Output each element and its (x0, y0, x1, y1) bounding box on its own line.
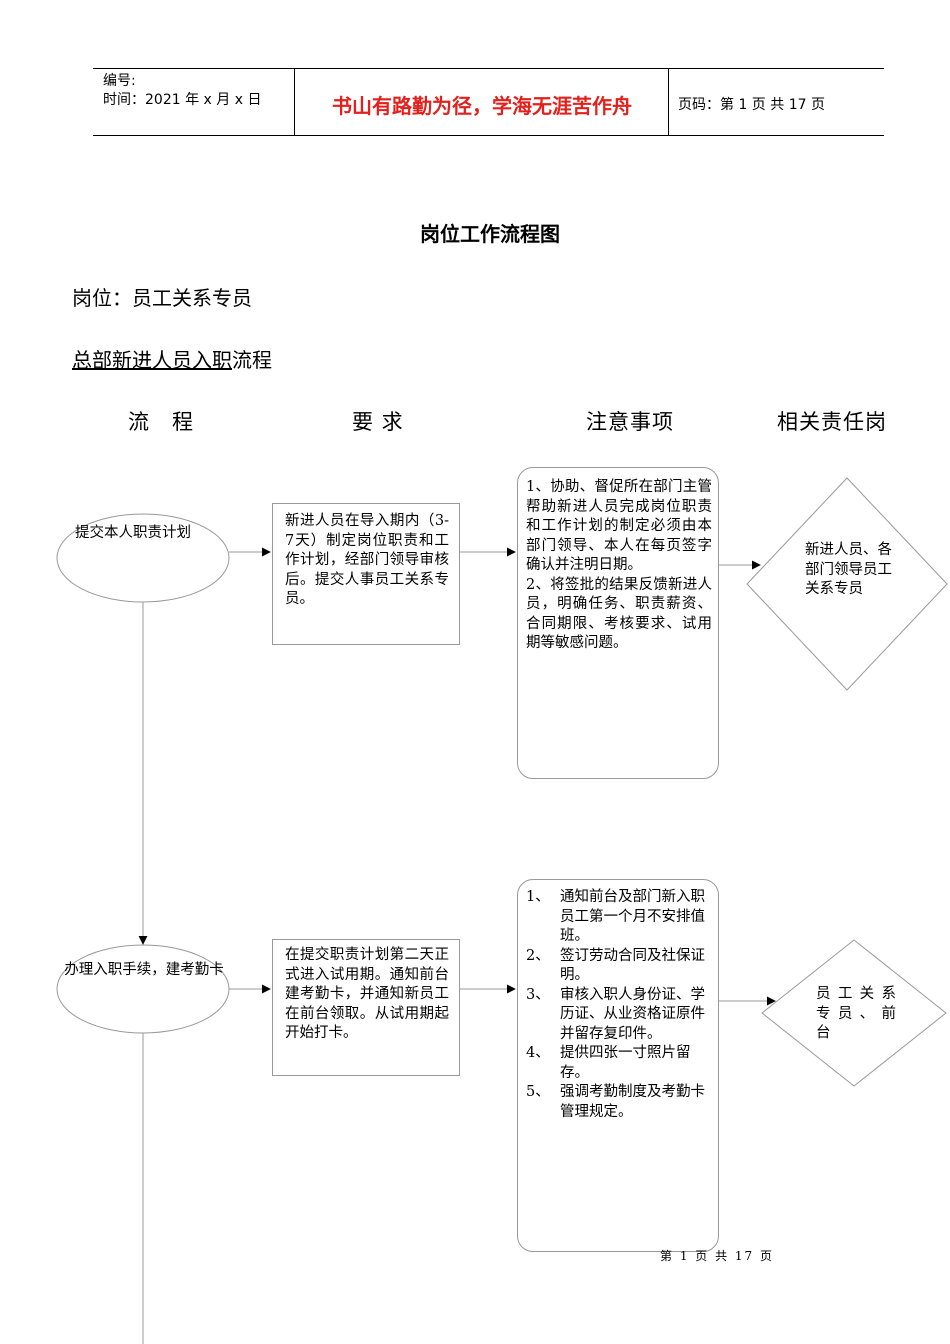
notes-box-1: 1、协助、督促所在部门主管帮助新进人员完成岗位职责和工作计划的制定必须由本部门领… (517, 467, 719, 779)
requirement-box-2: 在提交职责计划第二天正式进入试用期。通知前台建考勤卡，并通知新员工在前台领取。从… (272, 939, 460, 1076)
notes-item: 4、提供四张一寸照片留存。 (526, 1045, 691, 1081)
header-number: 编号: (103, 73, 136, 89)
responsible-text-2: 员 工 关 系 专 员 、 前 台 (816, 986, 896, 1041)
header-time: 时间：2021 年 x 月 x 日 (103, 92, 262, 108)
flow-step-1-label: 提交本人职责计划 (75, 525, 191, 541)
header-divider-2 (668, 68, 669, 136)
column-header-flow: 流 程 (128, 410, 194, 434)
column-header-notes: 注意事项 (586, 410, 674, 434)
column-header-requirements: 要 求 (352, 410, 404, 434)
requirement-box-1: 新进人员在导入期内（3-7天）制定岗位职责和工作计划，经部门领导审核后。提交人事… (272, 503, 460, 645)
notes-item: 5、强调考勤制度及考勤卡管理规定。 (526, 1084, 705, 1120)
notes-list-2: 1、通知前台及部门新入职员工第一个月不安排值班。 2、签订劳动合同及社保证明。 … (526, 888, 712, 1122)
header-divider-1 (294, 68, 295, 136)
post-label: 岗位：员工关系专员 (72, 286, 252, 310)
responsible-diamond-2 (761, 939, 947, 1087)
header-meta: 编号: 时间：2021 年 x 月 x 日 (103, 72, 261, 110)
column-header-responsible: 相关责任岗 (777, 410, 887, 434)
page-footer: 第 1 页 共 17 页 (660, 1249, 774, 1263)
process-title-rest: 流程 (232, 348, 272, 372)
process-title-underlined: 总部新进人员入职 (72, 348, 232, 372)
notes-text-1: 1、协助、督促所在部门主管帮助新进人员完成岗位职责和工作计划的制定必须由本部门领… (526, 479, 712, 651)
notes-item: 3、审核入职人身份证、学历证、从业资格证原件并留存复印件。 (526, 986, 705, 1042)
header-page-number: 页码：第 1 页 共 17 页 (678, 97, 825, 113)
flow-step-2-label: 办理入职手续，建考勤卡 (64, 962, 224, 978)
process-title: 总部新进人员入职流程 (72, 344, 272, 373)
notes-box-2: 1、通知前台及部门新入职员工第一个月不安排值班。 2、签订劳动合同及社保证明。 … (517, 879, 719, 1252)
notes-item: 2、签订劳动合同及社保证明。 (526, 947, 705, 984)
flow-ellipse-2 (56, 944, 230, 1034)
responsible-diamond-1 (746, 477, 948, 691)
responsible-text-1: 新进人员、各部门领导员工关系专员 (805, 542, 892, 597)
requirement-text-2: 在提交职责计划第二天正式进入试用期。通知前台建考勤卡，并通知新员工在前台领取。从… (285, 947, 449, 1041)
header-bottom-rule (93, 135, 884, 136)
header-top-rule (93, 68, 884, 69)
document-title: 岗位工作流程图 (420, 222, 560, 246)
requirement-text-1: 新进人员在导入期内（3-7天）制定岗位职责和工作计划，经部门领导审核后。提交人事… (285, 513, 449, 607)
notes-item: 1、通知前台及部门新入职员工第一个月不安排值班。 (526, 889, 705, 944)
header-motto: 书山有路勤为径，学海无涯苦作舟 (332, 94, 632, 118)
